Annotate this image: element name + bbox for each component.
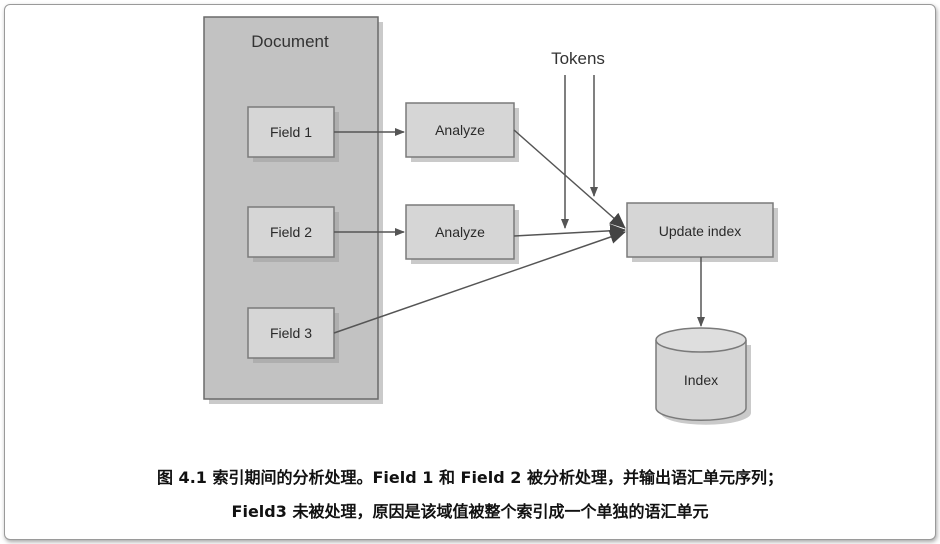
arrow-analyze2-to-update bbox=[513, 223, 626, 238]
caption-line-1: 图 4.1 索引期间的分析处理。Field 1 和 Field 2 被分析处理，… bbox=[156, 468, 783, 487]
index-label: Index bbox=[684, 372, 718, 388]
field-box-3: Field 3 bbox=[247, 307, 339, 363]
caption-line-2: Field3 未被处理，原因是该域值被整个索引成一个单独的语汇单元 bbox=[231, 502, 709, 521]
field-box-1: Field 1 bbox=[247, 106, 339, 162]
analyze-box-2: Analyze bbox=[405, 204, 519, 264]
field-1-label: Field 1 bbox=[270, 124, 312, 140]
update-index-box: Update index bbox=[626, 202, 778, 262]
field-3-label: Field 3 bbox=[270, 325, 312, 341]
arrow-analyze1-to-update bbox=[513, 129, 626, 229]
arrow-field3-to-update bbox=[333, 230, 626, 334]
field-box-2: Field 2 bbox=[247, 206, 339, 262]
field-2-label: Field 2 bbox=[270, 224, 312, 240]
update-index-label: Update index bbox=[659, 223, 742, 239]
document-label: Document bbox=[251, 32, 329, 51]
tokens-label: Tokens bbox=[551, 49, 605, 68]
index-cylinder: Index bbox=[655, 327, 751, 425]
analyze-2-label: Analyze bbox=[435, 224, 485, 240]
figure-frame bbox=[4, 4, 936, 540]
analyze-box-1: Analyze bbox=[405, 102, 519, 162]
analyze-1-label: Analyze bbox=[435, 122, 485, 138]
